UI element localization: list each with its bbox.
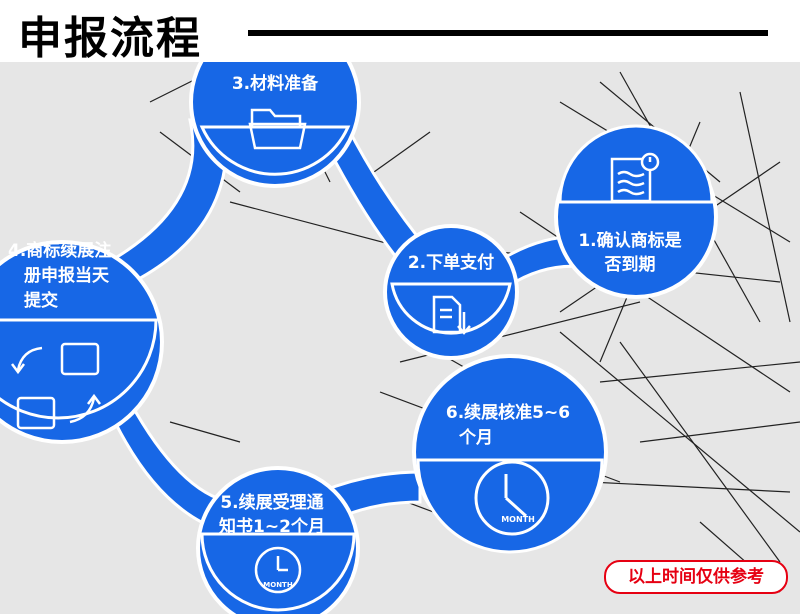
- step-6-label-line2: 个月: [458, 427, 493, 448]
- step-3-label: 3.材料准备: [232, 73, 319, 94]
- exchange-icon: [11, 342, 101, 430]
- title-underline: [248, 30, 768, 36]
- connectors: [88, 118, 592, 534]
- step-1-label-line2: 否到期: [604, 255, 656, 275]
- clock-icon: [474, 460, 550, 536]
- step-5-month-text: MONTH: [263, 581, 293, 589]
- step-2-node: 2.下单支付: [383, 224, 519, 360]
- folder-icon: [248, 108, 307, 150]
- header: 申报流程: [0, 0, 800, 64]
- step-4-label-line3: 提交: [24, 290, 58, 311]
- step-1-node: 1.确认商标是 否到期: [554, 124, 718, 299]
- time-disclaimer-badge: 以上时间仅供参考: [604, 560, 788, 594]
- flow-diagram-svg: 3.材料准备 2.下单支付 1.确认商标是 否到期: [0, 62, 800, 614]
- document-clock-icon: [610, 152, 660, 203]
- step-4-label-line2: 册申报当天: [24, 265, 110, 286]
- step-6-label-line1: 6.续展核准5~6: [446, 402, 570, 423]
- page-title: 申报流程: [18, 13, 202, 64]
- step-5-label-line2: 知书1~2个月: [218, 516, 325, 537]
- clock-icon: [254, 546, 302, 594]
- step-2-label: 2.下单支付: [408, 252, 494, 273]
- step-4-node: 4.商标续展注 册申报当天 提交: [0, 240, 164, 444]
- flow-diagram: 3.材料准备 2.下单支付 1.确认商标是 否到期: [0, 62, 800, 614]
- step-5-node: 5.续展受理通 知书1~2个月 MONTH: [196, 466, 360, 614]
- step-3-node: 3.材料准备: [189, 62, 361, 188]
- step-1-label-line1: 1.确认商标是: [578, 230, 681, 251]
- step-5-label-line1: 5.续展受理通: [220, 492, 323, 513]
- step-4-label-line1: 4.商标续展注: [8, 240, 111, 261]
- step-6-node: 6.续展核准5~6 个月 MONTH: [412, 354, 608, 554]
- download-document-icon: [432, 295, 471, 335]
- step-6-month-text: MONTH: [501, 515, 535, 524]
